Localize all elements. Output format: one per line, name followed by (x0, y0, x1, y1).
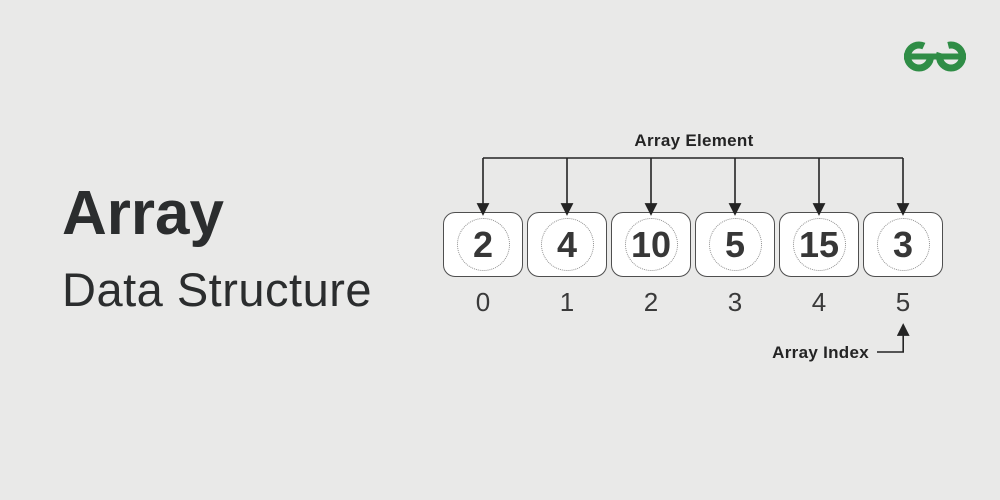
array-index-value: 5 (895, 287, 911, 317)
element-arrows-group (476, 158, 910, 216)
array-cell: 2 (443, 212, 523, 277)
array-cell-dotted-circle: 15 (792, 218, 846, 271)
array-element-label: Array Element (634, 131, 754, 150)
array-cell-value: 3 (892, 223, 914, 265)
array-cell: 3 (863, 212, 943, 277)
array-cell: 5 (695, 212, 775, 277)
array-cell-dotted-circle: 3 (876, 218, 930, 271)
array-cell: 4 (527, 212, 607, 277)
array-cell-value: 10 (630, 223, 672, 265)
array-index-value: 0 (475, 287, 491, 317)
array-cell-dotted-circle: 4 (540, 218, 594, 271)
array-cell: 10 (611, 212, 691, 277)
array-cell-dotted-circle: 5 (708, 218, 762, 271)
page-title: Array (62, 179, 224, 248)
array-cell-value: 5 (724, 223, 746, 265)
array-cell-value: 15 (798, 223, 840, 265)
array-cells-row: 2 4 10 5 15 3 (443, 212, 943, 277)
array-cell-dotted-circle: 10 (624, 218, 678, 271)
index-pointer-arrow (877, 323, 910, 353)
array-index-value: 2 (643, 287, 659, 317)
array-cell-value: 4 (556, 223, 578, 265)
array-cell-dotted-circle: 2 (456, 218, 510, 271)
array-index-row: 0 1 2 3 4 5 (443, 287, 943, 318)
array-index-label: Array Index (772, 343, 869, 362)
array-index-value: 3 (727, 287, 743, 317)
array-cell-value: 2 (472, 223, 494, 265)
array-index-value: 4 (811, 287, 827, 317)
geeksforgeeks-logo-icon (904, 41, 966, 72)
page-subtitle: Data Structure (62, 263, 373, 316)
array-index-value: 1 (559, 287, 575, 317)
array-cell: 15 (779, 212, 859, 277)
